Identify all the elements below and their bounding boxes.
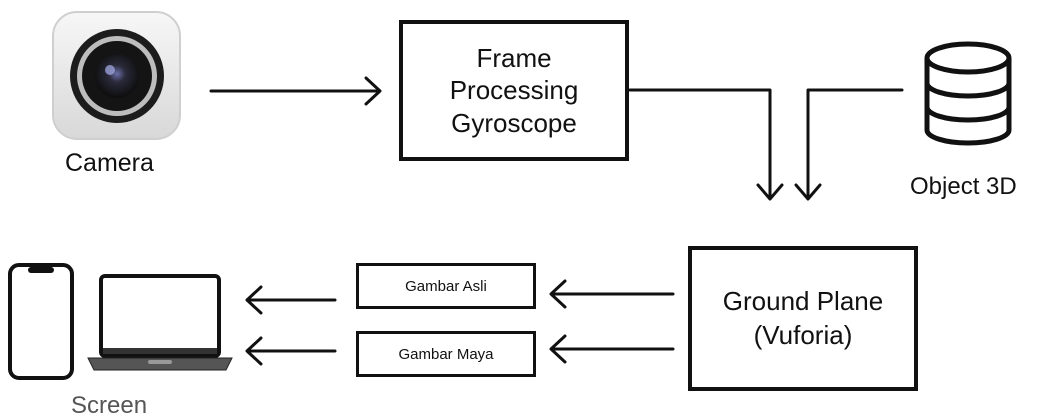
laptop-icon (87, 274, 233, 371)
camera-icon (52, 11, 181, 140)
frame-processing-line-1: Frame (476, 43, 552, 74)
camera-label: Camera (65, 149, 154, 177)
database-icon (924, 41, 1012, 146)
object-3d-label: Object 3D (910, 173, 1017, 200)
gambar-maya-box: Gambar Maya (356, 331, 536, 377)
ground-plane-box: Ground Plane (Vuforia) (688, 246, 918, 391)
arrow-asli-to-screen (245, 285, 337, 315)
gambar-asli-box: Gambar Asli (356, 263, 536, 309)
screen-label: Screen (71, 392, 148, 419)
frame-processing-line-2: Processing (449, 75, 579, 106)
arrow-ground-to-maya (549, 334, 675, 364)
arrow-object-to-ground (794, 88, 904, 201)
smartphone-icon (8, 263, 74, 380)
arrow-camera-to-processing (209, 76, 382, 106)
arrow-maya-to-screen (245, 336, 337, 366)
ground-plane-line-2: (Vuforia) (753, 319, 853, 350)
arrow-processing-to-ground (628, 88, 784, 201)
arrow-ground-to-asli (549, 279, 675, 309)
frame-processing-box: Frame Processing Gyroscope (399, 20, 629, 161)
frame-processing-line-3: Gyroscope (451, 107, 577, 138)
ground-plane-line-1: Ground Plane (722, 286, 884, 317)
